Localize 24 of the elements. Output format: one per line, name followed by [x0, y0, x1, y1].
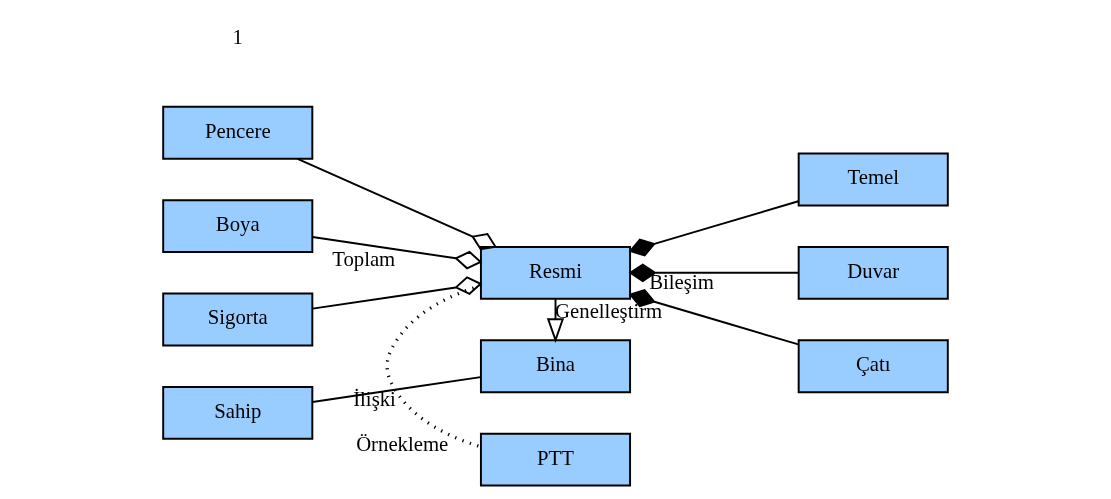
- connector: [311, 236, 483, 270]
- node-box: Duvar: [797, 245, 949, 300]
- node-box: Boya: [162, 199, 314, 254]
- edge-label: Toplam: [332, 248, 396, 271]
- node-box: Sigorta: [162, 292, 314, 347]
- node-box: Sahip: [162, 386, 314, 440]
- connector: [628, 289, 800, 346]
- node-box: Resmi: [479, 245, 632, 300]
- connector: [628, 200, 800, 257]
- connector: [311, 276, 483, 310]
- edge-label: İlişki: [353, 388, 396, 411]
- connector: [628, 263, 800, 283]
- edge-label: Örnekleme: [356, 432, 449, 455]
- node-box: PTT: [479, 432, 632, 487]
- label: 1: [232, 26, 243, 49]
- node-box: Pencere: [162, 105, 314, 160]
- node-box: Temel: [797, 152, 949, 207]
- node-box: Bina: [479, 339, 632, 394]
- edge-label: Bileşim: [649, 271, 714, 294]
- arrow: [546, 298, 565, 343]
- node-box: Çatı: [797, 339, 949, 394]
- edge-label: Genelleştirm: [555, 299, 663, 322]
- connector: [296, 157, 498, 251]
- connector: [311, 376, 482, 403]
